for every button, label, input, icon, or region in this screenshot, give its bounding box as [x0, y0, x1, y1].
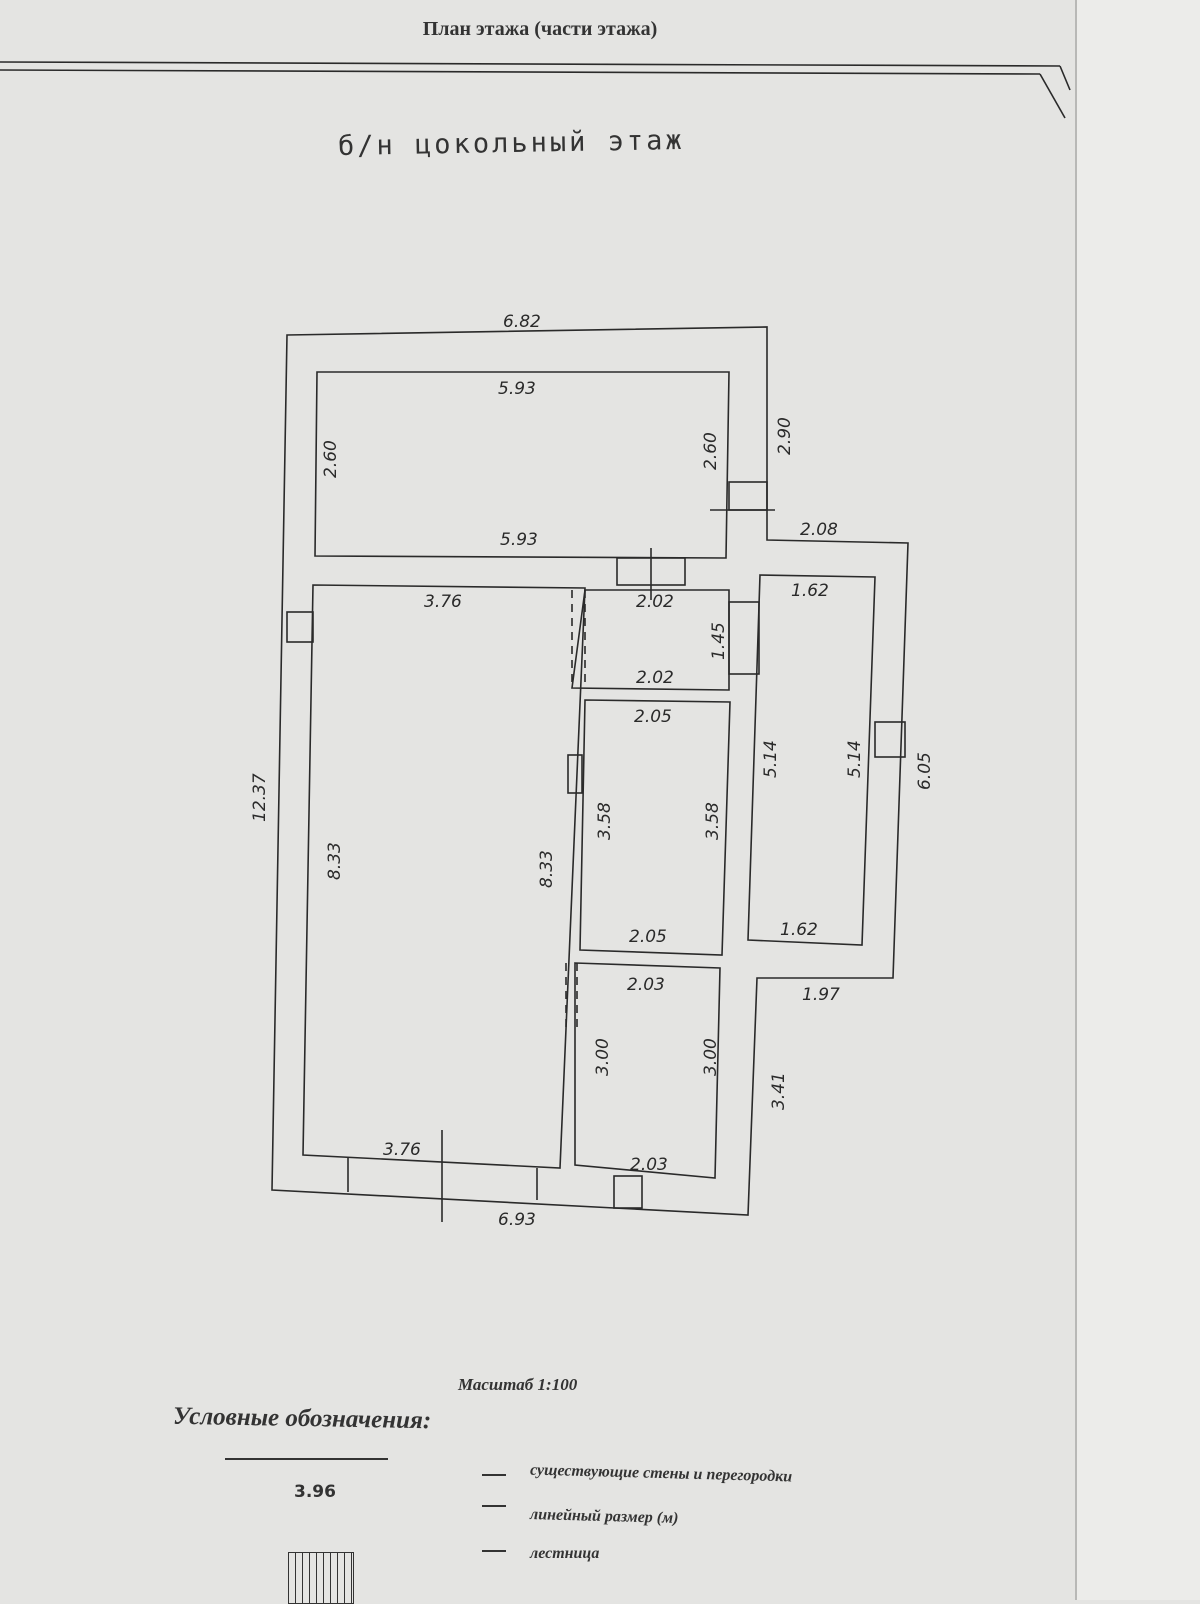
- dim-label: 3.76: [383, 1140, 421, 1160]
- header-rule: [0, 61, 1061, 67]
- outer-wall: [271, 326, 909, 1216]
- page-header: План этажа (части этажа): [422, 18, 658, 40]
- legend-stair-icon: [288, 1552, 354, 1604]
- legend-dimension-sample: 3.96: [294, 1482, 336, 1502]
- header-rule: [1039, 73, 1066, 119]
- window: [567, 754, 583, 794]
- dim-label: 1.45: [709, 622, 729, 660]
- dim-label: 5.14: [845, 740, 865, 778]
- dim-label: 5.93: [498, 379, 536, 399]
- legend-dash: [482, 1550, 506, 1552]
- dim-label: 3.76: [424, 592, 462, 612]
- room-bottom: [574, 962, 721, 1179]
- dim-label: 2.05: [629, 927, 667, 947]
- dim-label: 2.60: [321, 440, 341, 478]
- scale-label: Масштаб 1:100: [458, 1375, 578, 1394]
- legend-dash: [482, 1474, 506, 1476]
- dim-label: 1.62: [791, 581, 829, 601]
- room-large: [302, 584, 586, 1169]
- room-right: [747, 574, 876, 946]
- dim-label: 8.33: [325, 842, 345, 880]
- room-top: [314, 371, 730, 559]
- dim-label: 2.02: [636, 668, 674, 688]
- dim-label: 5.93: [500, 530, 538, 550]
- room-small: [571, 589, 730, 691]
- dim-label: 8.33: [537, 850, 557, 888]
- dim-label: 2.05: [634, 707, 672, 727]
- dim-label: 1.62: [780, 920, 818, 940]
- dim-label: 6.82: [503, 312, 541, 332]
- dim-label: 2.03: [630, 1155, 668, 1175]
- header-rule: [0, 69, 1041, 75]
- dim-label: 2.90: [775, 417, 795, 455]
- window: [613, 1175, 643, 1209]
- dim-label: 5.14: [761, 740, 781, 778]
- legend-title: Условные обозначения:: [172, 1402, 432, 1435]
- legend-item: лестница: [530, 1545, 600, 1562]
- dim-label: 6.93: [498, 1210, 536, 1230]
- dim-label: 2.02: [636, 592, 674, 612]
- header-rule: [1059, 65, 1071, 91]
- dim-label: 1.97: [802, 985, 840, 1005]
- legend-wall-sample: [225, 1458, 388, 1460]
- room-middle: [579, 699, 731, 956]
- window: [286, 611, 314, 643]
- door: [728, 481, 768, 511]
- dim-label: 2.08: [800, 520, 838, 540]
- dim-label: 3.41: [769, 1072, 789, 1110]
- door: [728, 601, 760, 675]
- dim-label: 3.00: [593, 1038, 613, 1076]
- next-page-edge: [1075, 0, 1200, 1600]
- dim-label: 3.00: [701, 1038, 721, 1076]
- dim-label: 3.58: [703, 802, 723, 840]
- dim-label: 6.05: [915, 752, 935, 790]
- window: [874, 721, 906, 758]
- dim-label: 3.58: [595, 802, 615, 840]
- dim-label: 2.60: [701, 432, 721, 470]
- dim-label: 12.37: [250, 773, 270, 822]
- legend-dash: [482, 1505, 506, 1507]
- legend-item: линейный размер (м): [529, 1506, 679, 1527]
- dim-label: 2.03: [627, 975, 665, 995]
